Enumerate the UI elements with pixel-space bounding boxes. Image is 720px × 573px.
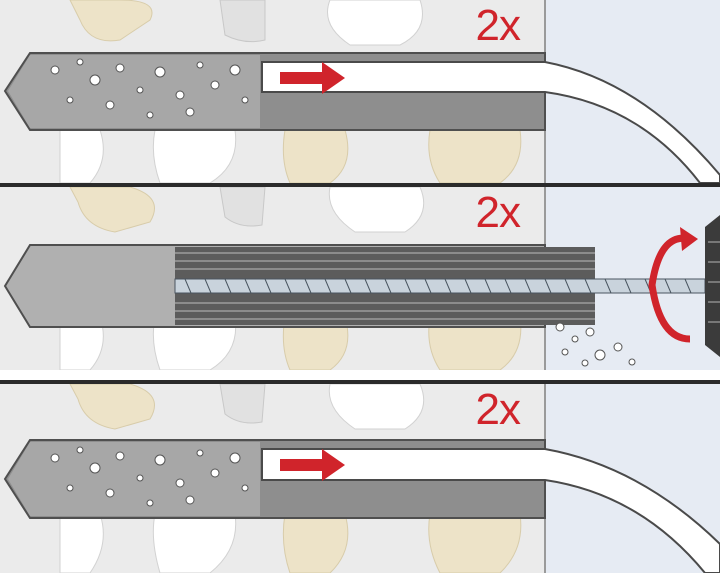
blow-out-illustration <box>0 384 720 573</box>
panel-blow-out-1: 2x <box>0 0 720 183</box>
brush-clean-illustration <box>0 187 720 370</box>
arrow-right-icon <box>280 449 345 481</box>
panel-divider <box>0 380 720 384</box>
panel-divider <box>0 183 720 187</box>
rotation-arrow-icon <box>648 227 698 343</box>
repeat-count-label: 2x <box>475 385 521 434</box>
blow-out-illustration <box>0 0 720 183</box>
panel-brush-clean: 2x <box>0 187 720 370</box>
drill-chuck-icon <box>705 215 720 357</box>
panel-blow-out-2: 2x <box>0 384 720 573</box>
repeat-count-label: 2x <box>475 188 521 237</box>
repeat-count-label: 2x <box>475 1 521 50</box>
arrow-right-icon <box>280 62 345 94</box>
